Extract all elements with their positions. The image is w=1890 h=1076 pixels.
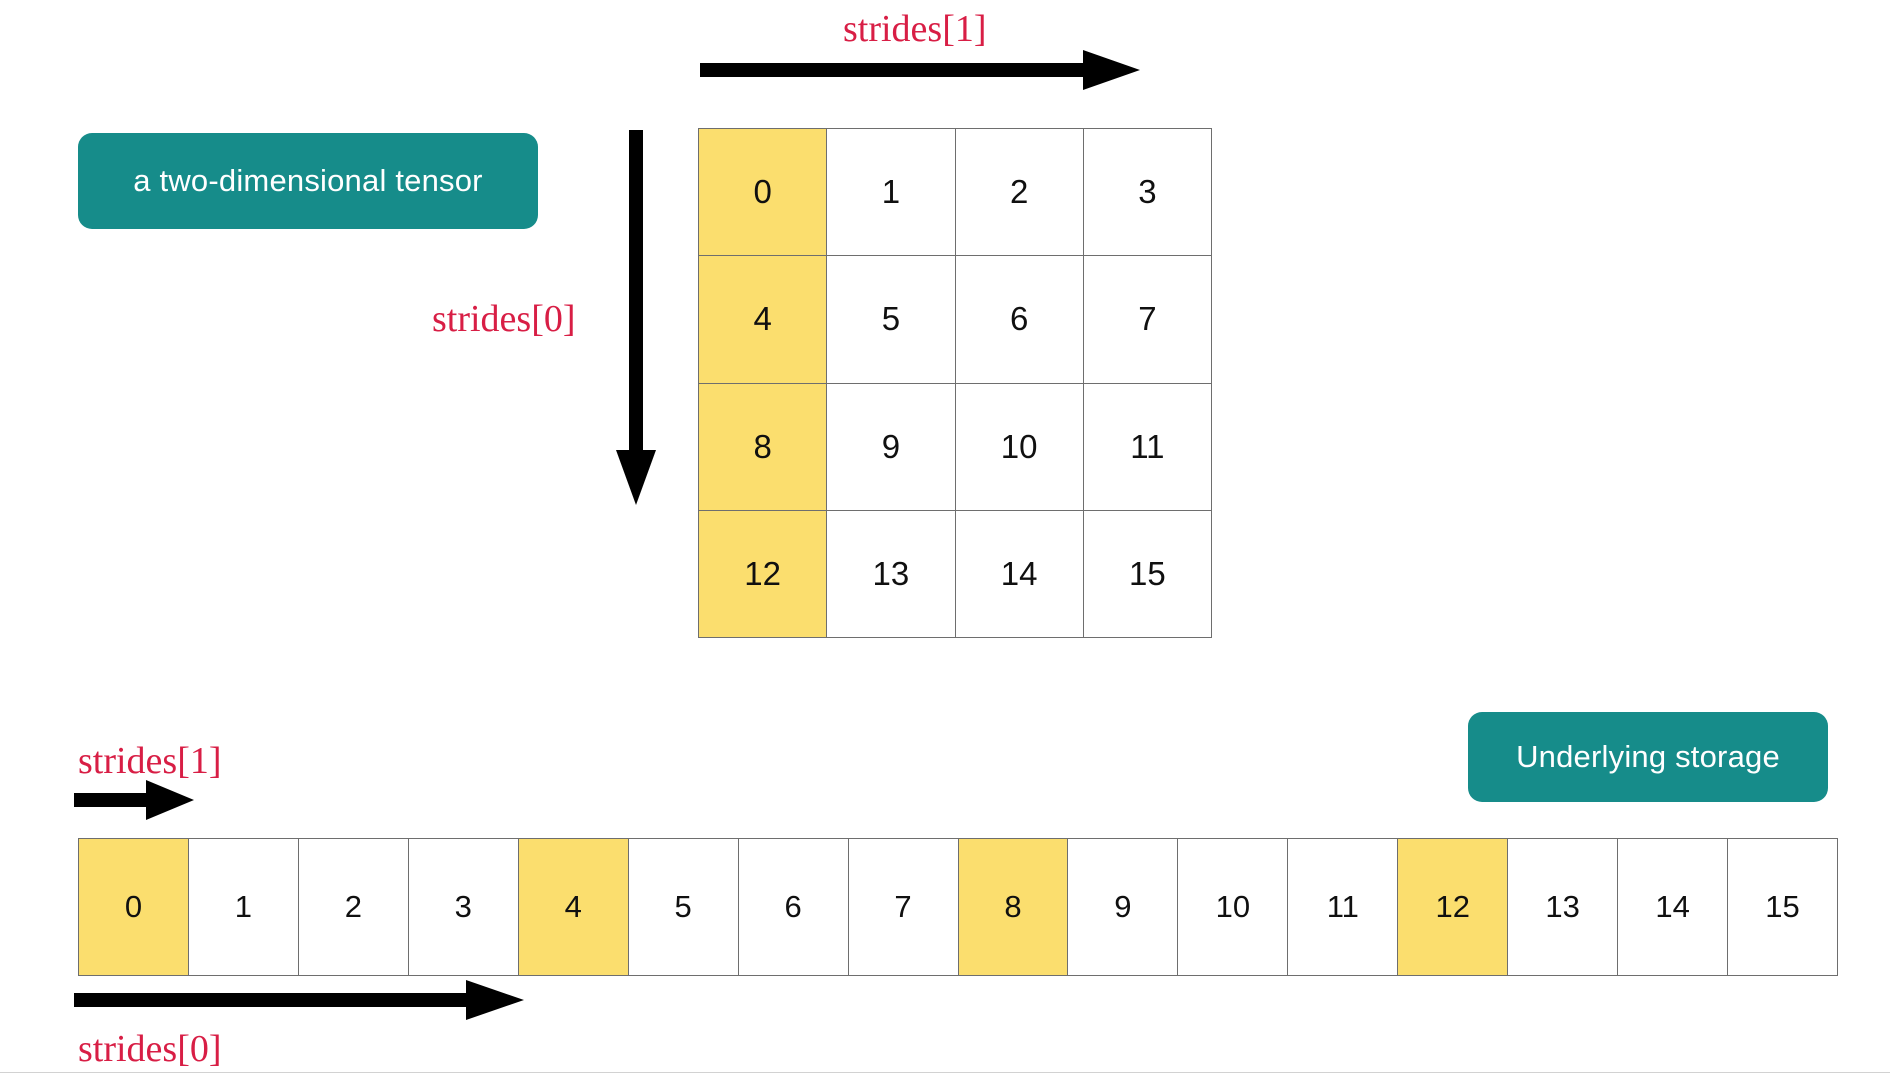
page-divider (0, 1072, 1890, 1073)
storage-cell: 12 (1398, 839, 1509, 976)
storage-cell: 3 (408, 839, 519, 976)
storage-cell: 4 (518, 839, 629, 976)
arrow-right-icon (74, 980, 524, 1020)
storage-cell: 5 (628, 839, 739, 976)
strides-1-bottom-label: strides[1] (78, 740, 222, 782)
tensor-cell: 9 (827, 383, 956, 511)
tensor-cell: 13 (827, 510, 956, 638)
tensor-cell: 15 (1083, 510, 1212, 638)
tensor-cell: 6 (955, 256, 1084, 384)
tensor-cell: 7 (1083, 256, 1212, 384)
storage-cell: 11 (1288, 839, 1399, 976)
storage-cell: 15 (1728, 839, 1838, 976)
storage-cell: 0 (79, 839, 189, 976)
tensor-cell: 11 (1083, 383, 1212, 511)
tensor-cell: 3 (1083, 129, 1212, 257)
tensor-2d-grid: 0 1 2 3 4 5 6 7 8 9 10 11 12 13 14 15 (698, 128, 1212, 638)
tensor-cell: 5 (827, 256, 956, 384)
strides-1-top-label: strides[1] (843, 8, 987, 50)
arrow-right-icon (74, 780, 194, 820)
storage-cell: 10 (1178, 839, 1289, 976)
storage-cell: 13 (1508, 839, 1619, 976)
storage-cell: 2 (298, 839, 409, 976)
storage-cell: 7 (848, 839, 959, 976)
tensor-cell: 2 (955, 129, 1084, 257)
tensor-cell: 4 (699, 256, 828, 384)
strides-0-bottom-label: strides[0] (78, 1028, 222, 1070)
underlying-storage-label: Underlying storage (1468, 712, 1828, 802)
arrow-right-icon (700, 50, 1140, 90)
storage-cell: 9 (1068, 839, 1179, 976)
tensor-cell: 14 (955, 510, 1084, 638)
tensor-cell: 12 (699, 510, 828, 638)
arrow-down-icon (616, 130, 656, 505)
strides-0-left-label: strides[0] (432, 298, 576, 340)
two-dimensional-tensor-label: a two-dimensional tensor (78, 133, 538, 229)
storage-cell: 8 (958, 839, 1069, 976)
tensor-cell: 1 (827, 129, 956, 257)
storage-cell: 6 (738, 839, 849, 976)
storage-1d-strip: 0 1 2 3 4 5 6 7 8 9 10 11 12 13 14 15 (78, 838, 1838, 976)
storage-cell: 14 (1618, 839, 1729, 976)
tensor-cell: 8 (699, 383, 828, 511)
tensor-cell: 10 (955, 383, 1084, 511)
storage-cell: 1 (188, 839, 299, 976)
tensor-cell: 0 (699, 129, 828, 257)
